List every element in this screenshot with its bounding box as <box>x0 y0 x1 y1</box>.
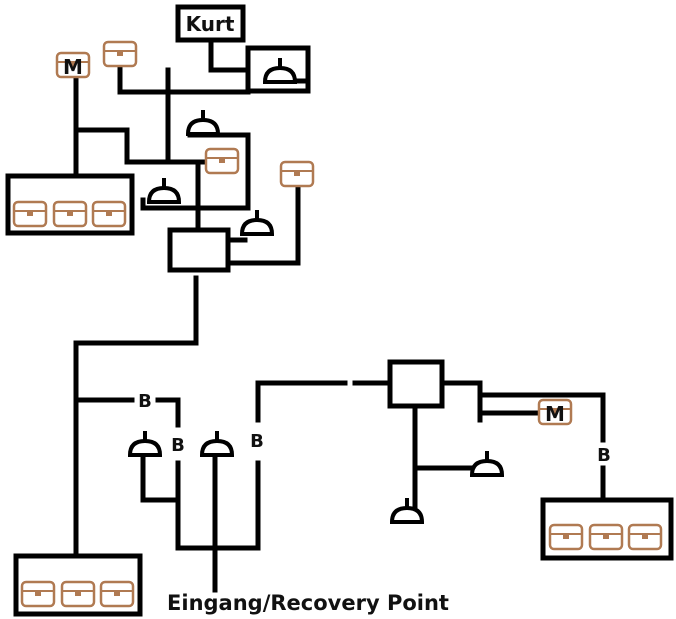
treasure-room-bottom-left[interactable] <box>13 553 143 617</box>
bell-icon[interactable] <box>186 108 220 136</box>
chest-icon <box>12 200 48 228</box>
corridors-bottom <box>73 275 606 593</box>
chest-icon[interactable] <box>102 40 138 68</box>
chest-icon <box>627 523 663 551</box>
treasure-room-bottom-right[interactable] <box>540 497 674 561</box>
chest-icon[interactable] <box>204 147 240 175</box>
chest-icon <box>52 200 88 228</box>
barrier-marker[interactable]: B <box>171 435 185 456</box>
kurt-label: Kurt <box>186 12 235 36</box>
junction-room-right[interactable] <box>387 359 445 409</box>
kurt-box[interactable]: Kurt <box>175 4 246 43</box>
kurt-bell-room[interactable] <box>245 45 311 94</box>
chest-icon <box>60 580 96 608</box>
bell-icon[interactable] <box>240 208 274 236</box>
chest-icon[interactable] <box>279 160 315 188</box>
merchant-label: M <box>63 55 83 79</box>
barrier-marker[interactable]: B <box>250 431 264 452</box>
chest-icon <box>588 523 624 551</box>
bell-icon[interactable] <box>470 449 504 477</box>
treasure-room-top-left[interactable] <box>5 173 135 236</box>
chest-icon <box>20 580 56 608</box>
merchant-label: M <box>545 402 565 426</box>
chest-icon <box>548 523 584 551</box>
chest-icon <box>91 200 127 228</box>
merchant-icon-top[interactable]: M <box>55 51 91 79</box>
barrier-marker[interactable]: B <box>138 391 152 412</box>
chest-icon <box>99 580 135 608</box>
merchant-icon-right[interactable]: M <box>537 398 573 426</box>
bell-icon[interactable] <box>128 429 162 457</box>
corridors-top <box>73 37 301 266</box>
bell-icon[interactable] <box>200 429 234 457</box>
junction-room-upper[interactable] <box>167 227 231 273</box>
barrier-marker[interactable]: B <box>597 445 611 466</box>
bell-icon[interactable] <box>147 176 181 204</box>
entrance-label: Eingang/Recovery Point <box>167 591 449 615</box>
